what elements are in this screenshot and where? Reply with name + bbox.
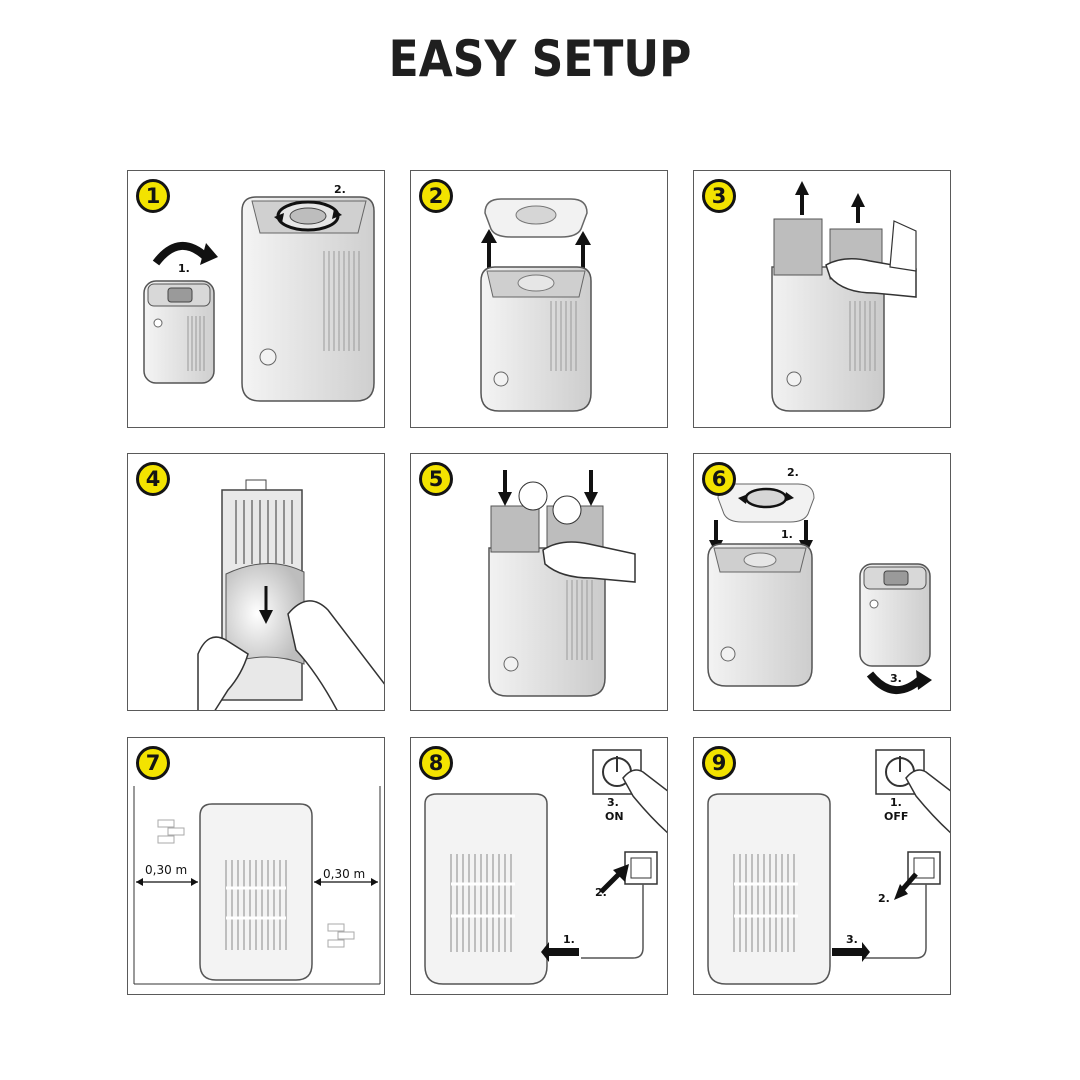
step-4-illustration [197,479,384,710]
step-2-panel: 2 [410,170,668,428]
step-5-panel: 5 [410,453,668,711]
step-8-badge: 8 [419,746,453,780]
step-7-panel: 7 0,30 m 0,30 m [127,737,385,995]
step-1-badge: 1 [136,179,170,213]
step-7-left-distance: 0,30 m [145,863,187,877]
step-5-illustration [488,470,636,697]
step-9-label-1: 1. [890,796,902,809]
step-8-label-3: 3. [607,796,619,809]
step-3-badge: 3 [702,179,736,213]
step-2-badge: 2 [419,179,453,213]
step-5-badge: 5 [419,462,453,496]
step-9-panel: 9 1. OFF 2. 3. [693,737,951,995]
step-7-right-distance: 0,30 m [323,867,365,881]
step-6-label-1: 1. [781,528,793,541]
page-title: EASY SETUP [388,30,692,88]
step-8-label-1: 1. [563,933,575,946]
step-9-label-3: 3. [846,933,858,946]
step-6-label-3: 3. [890,672,902,685]
step-3-panel: 3 [693,170,951,428]
step-6-illustration: 2. 1. 3. [707,466,932,695]
step-1-panel: 1 1. 2. [127,170,385,428]
step-9-label-2: 2. [878,892,890,905]
step-9-state: OFF [884,810,908,823]
step-8-label-2: 2. [595,886,607,899]
step-8-state: ON [605,810,624,823]
step-6-panel: 6 2. 1. 3. [693,453,951,711]
step-1-label-1: 1. [178,262,190,275]
step-6-label-2: 2. [787,466,799,479]
step-3-illustration [771,181,917,412]
step-7-badge: 7 [136,746,170,780]
step-1-illustration: 1. 2. [143,183,375,402]
step-8-illustration: 3. ON 2. 1. [424,749,667,985]
step-1-label-2: 2. [334,183,346,196]
step-7-illustration: 0,30 m 0,30 m [133,786,381,985]
step-6-badge: 6 [702,462,736,496]
step-8-panel: 8 3. ON 2. 1. [410,737,668,995]
step-9-illustration: 1. OFF 2. 3. [707,749,950,985]
step-2-illustration [480,198,592,412]
step-9-badge: 9 [702,746,736,780]
step-4-panel: 4 [127,453,385,711]
step-4-badge: 4 [136,462,170,496]
